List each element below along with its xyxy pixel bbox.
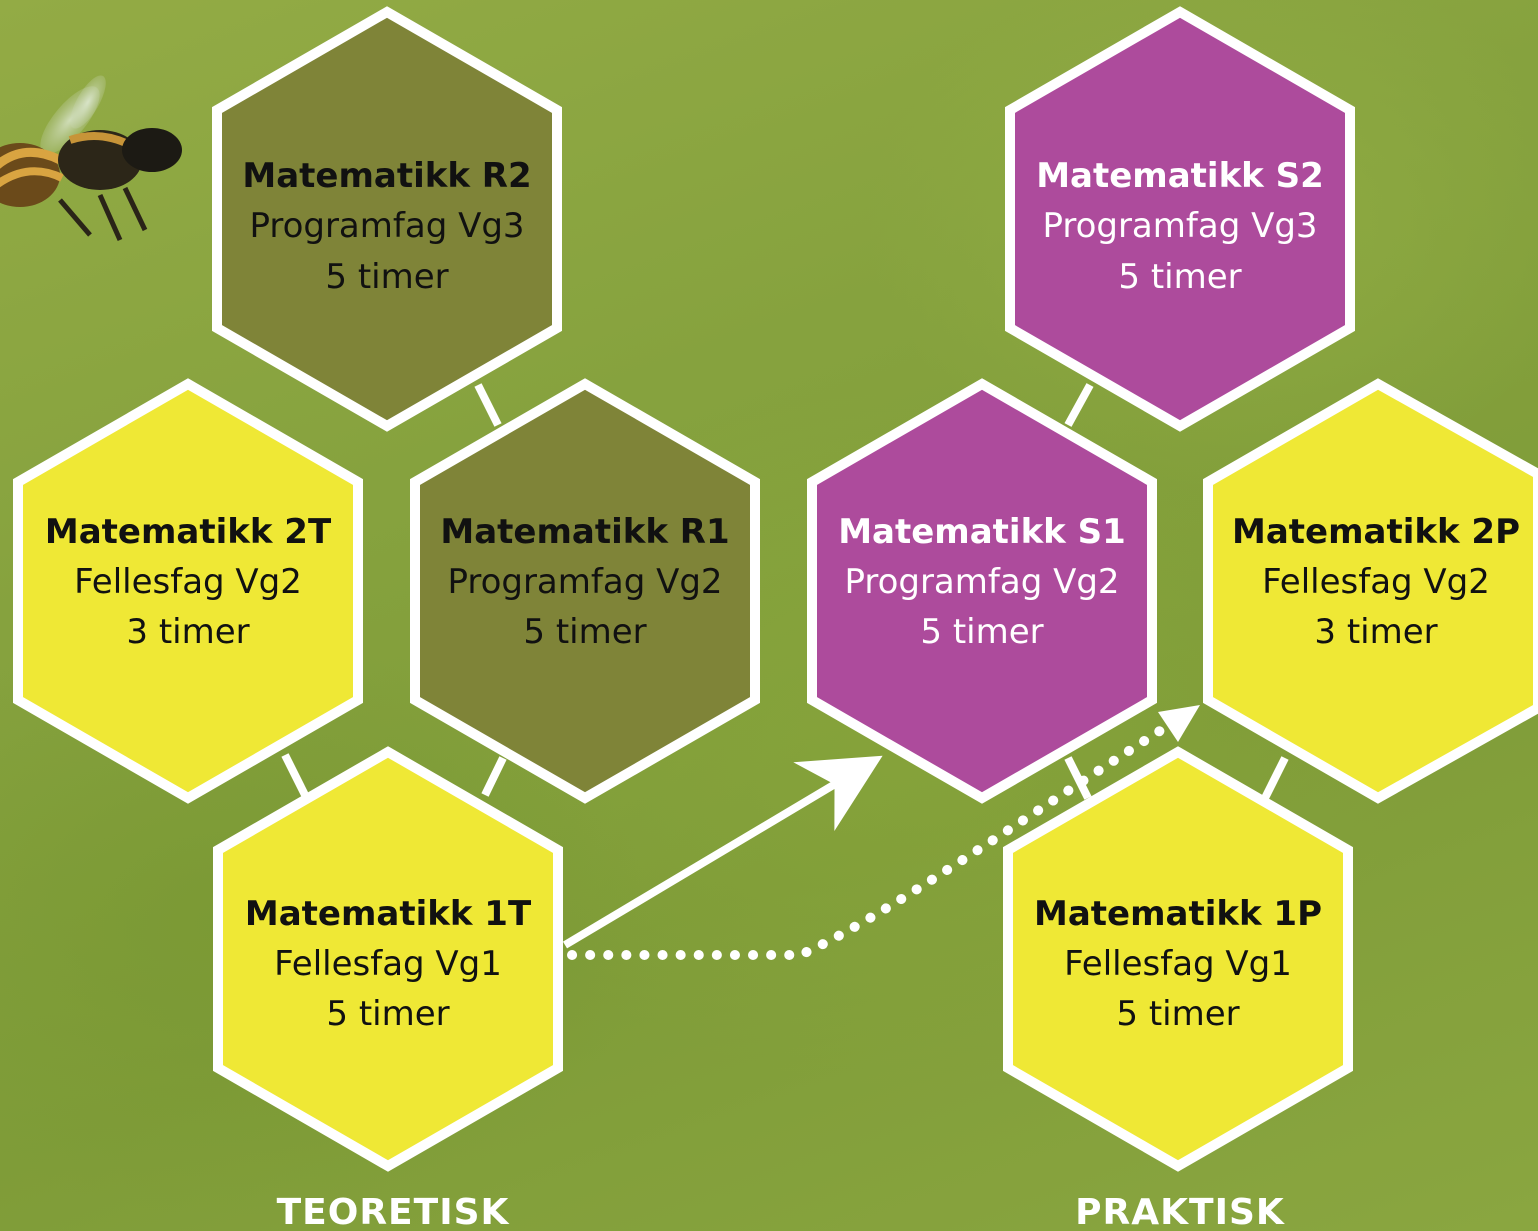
hex-title-r1: Matematikk R1: [440, 512, 729, 552]
course-hex-r2: Matematikk R2 Programfag Vg3 5 timer: [212, 6, 562, 432]
course-hex-r1: Matematikk R1 Programfag Vg2 5 timer: [410, 378, 760, 804]
course-hex-1p: Matematikk 1P Fellesfag Vg1 5 timer: [1003, 746, 1353, 1172]
course-hex-s2: Matematikk S2 Programfag Vg3 5 timer: [1005, 6, 1355, 432]
hex-hours-2t: 3 timer: [126, 612, 249, 652]
course-hex-1t: Matematikk 1T Fellesfag Vg1 5 timer: [213, 746, 563, 1172]
arrow-1t-to-s1: [562, 755, 883, 949]
hex-hours-s1: 5 timer: [920, 612, 1043, 652]
track-label-theoretical: TEORETISK: [277, 1192, 510, 1231]
hex-shape-1t: [213, 746, 563, 1172]
hex-type-r1: Programfag Vg2: [447, 562, 722, 602]
hex-title-s2: Matematikk S2: [1036, 156, 1324, 196]
connectors: [281, 383, 1289, 800]
hex-hours-1t: 5 timer: [326, 994, 449, 1034]
hex-hours-r1: 5 timer: [523, 612, 646, 652]
hex-title-2p: Matematikk 2P: [1232, 512, 1520, 552]
course-hex-2p: Matematikk 2P Fellesfag Vg2 3 timer: [1203, 378, 1538, 804]
hex-type-2t: Fellesfag Vg2: [74, 562, 302, 602]
dotted-arrow-1t-to-2p: [567, 713, 1185, 960]
hex-shape-s1: [807, 378, 1157, 804]
connector-r1-r2: [474, 383, 502, 427]
hex-title-1t: Matematikk 1T: [245, 894, 532, 934]
course-hex-2t: Matematikk 2T Fellesfag Vg2 3 timer: [13, 378, 363, 804]
hex-type-1t: Fellesfag Vg1: [274, 944, 502, 984]
hex-hours-s2: 5 timer: [1118, 257, 1241, 297]
hex-title-2t: Matematikk 2T: [45, 512, 332, 552]
hex-type-s1: Programfag Vg2: [844, 562, 1119, 602]
hex-shape-r1: [410, 378, 760, 804]
hex-title-1p: Matematikk 1P: [1034, 894, 1322, 934]
hex-hours-1p: 5 timer: [1116, 994, 1239, 1034]
bee-icon: [0, 75, 182, 242]
hex-title-r2: Matematikk R2: [242, 156, 531, 196]
hex-title-s1: Matematikk S1: [838, 512, 1126, 552]
connector-1p-s1: [1064, 756, 1092, 800]
hex-type-1p: Fellesfag Vg1: [1064, 944, 1292, 984]
connector-s1-s2: [1064, 383, 1094, 427]
connector-1t-2t: [281, 753, 309, 797]
transition-arrows: [562, 705, 1200, 960]
dotted-arrow-head: [1158, 705, 1200, 742]
hex-shape-2t: [13, 378, 363, 804]
hex-hours-r2: 5 timer: [325, 257, 448, 297]
hex-shape-s2: [1005, 6, 1355, 432]
hex-type-r2: Programfag Vg3: [249, 206, 524, 246]
connector-1t-r1: [481, 756, 507, 797]
hex-shape-2p: [1203, 378, 1538, 804]
track-label-practical: PRAKTISK: [1075, 1192, 1285, 1231]
hex-shape-1p: [1003, 746, 1353, 1172]
hex-type-2p: Fellesfag Vg2: [1262, 562, 1490, 602]
course-hex-s1: Matematikk S1 Programfag Vg2 5 timer: [807, 378, 1157, 804]
hex-hours-2p: 3 timer: [1314, 612, 1437, 652]
hex-type-s2: Programfag Vg3: [1042, 206, 1317, 246]
hex-shape-r2: [212, 6, 562, 432]
connector-1p-2p: [1261, 756, 1289, 800]
